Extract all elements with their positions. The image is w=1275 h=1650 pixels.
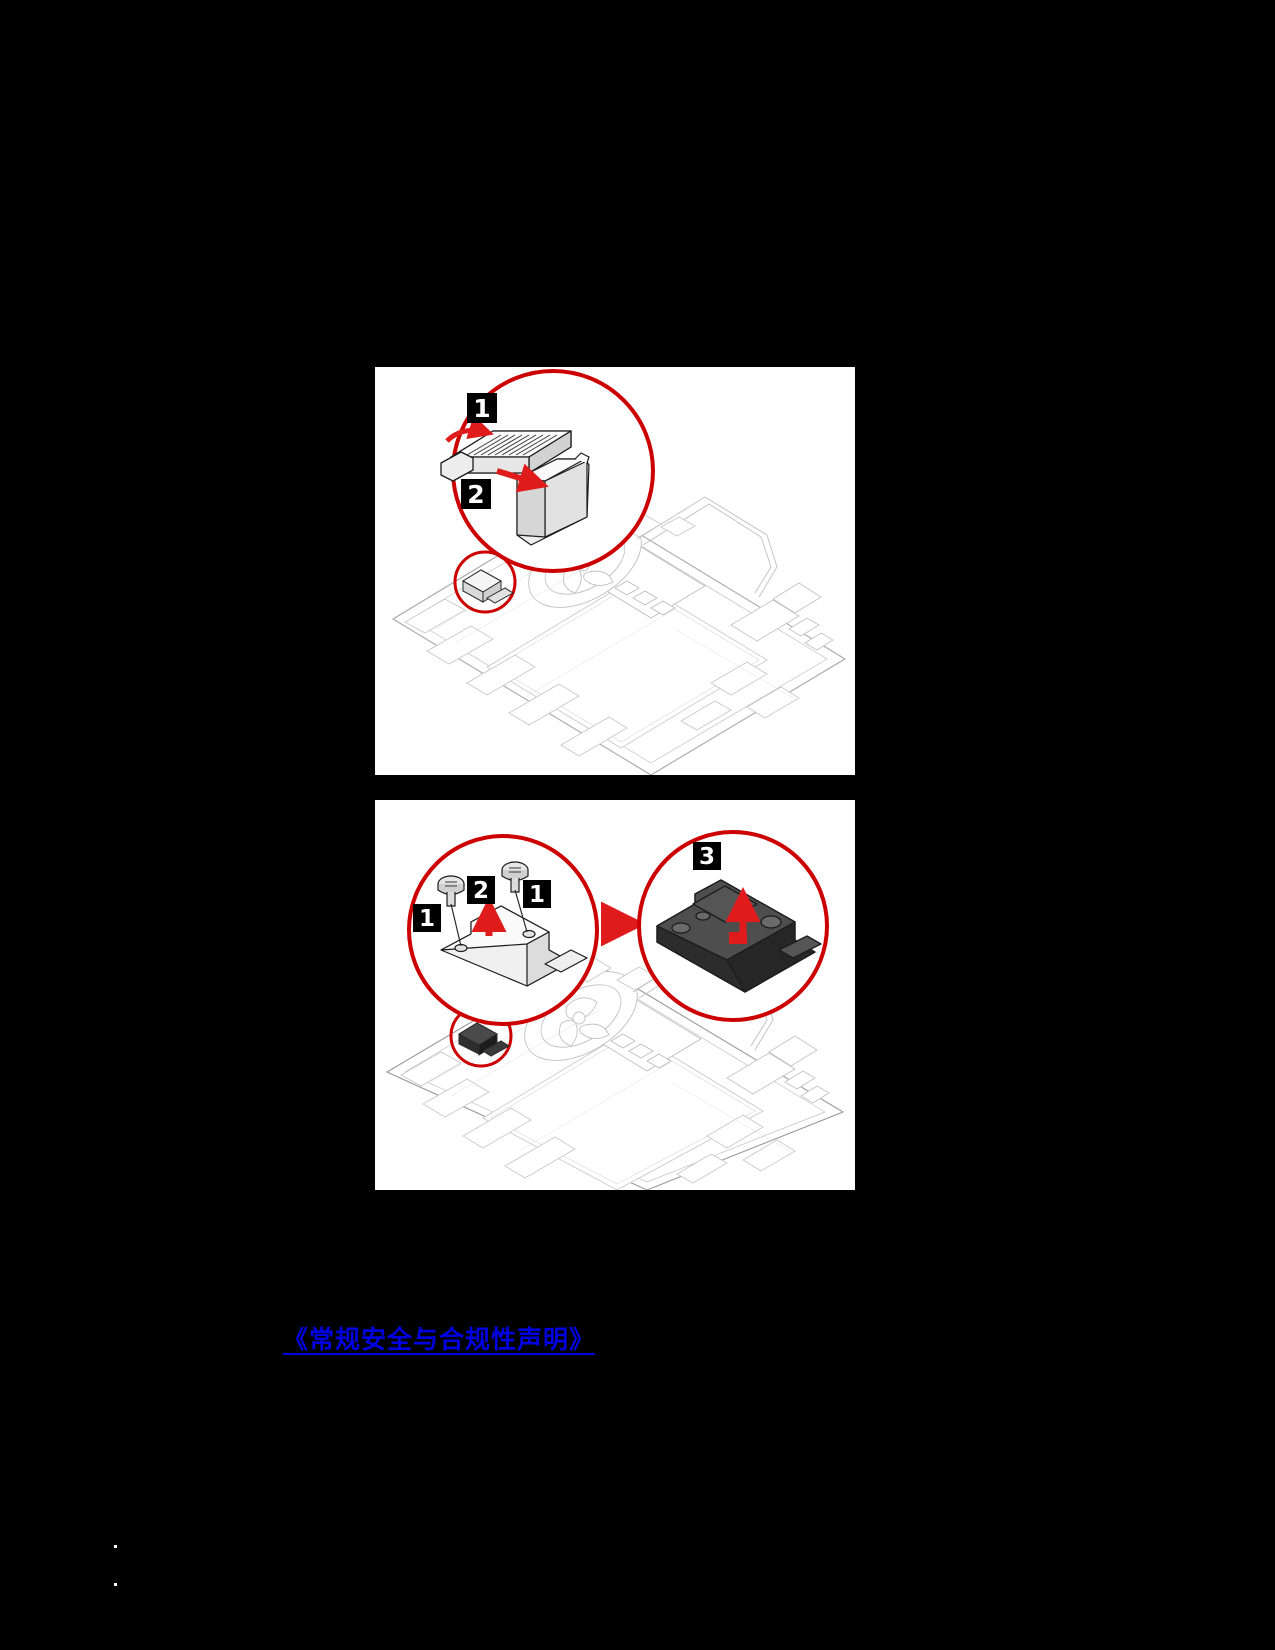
screw-right bbox=[501, 861, 529, 893]
figure-daughter-card-removal: 1 2 1 bbox=[375, 800, 855, 1190]
figure-fpc-cable-disconnect: 1 2 bbox=[375, 367, 855, 775]
card-lift-arrow bbox=[725, 887, 761, 944]
svg-text:2: 2 bbox=[473, 878, 489, 904]
figure-1-drawing: 1 2 bbox=[392, 369, 846, 775]
screw-left bbox=[437, 875, 465, 907]
callout-3: 3 bbox=[693, 842, 721, 870]
svg-text:2: 2 bbox=[467, 480, 484, 509]
page-artifact-dot bbox=[114, 1545, 117, 1548]
magnified-detail-circle-left: 1 2 1 bbox=[407, 834, 599, 1026]
safety-compliance-notice-link[interactable]: 《常规安全与合规性声明》 bbox=[283, 1325, 596, 1354]
cable-pull-arrow bbox=[496, 463, 549, 493]
magnified-detail-circle-right: 3 bbox=[637, 830, 829, 1022]
location-marker-circle bbox=[449, 1004, 513, 1068]
svg-text:1: 1 bbox=[529, 882, 545, 908]
svg-text:3: 3 bbox=[699, 844, 715, 870]
location-marker-circle bbox=[453, 550, 517, 614]
latch-rotate-arrow bbox=[445, 415, 494, 443]
callout-2: 2 bbox=[467, 876, 495, 904]
callout-1: 1 bbox=[467, 393, 497, 423]
figure-2-drawing: 1 2 1 bbox=[386, 830, 844, 1190]
callout-2: 2 bbox=[461, 479, 491, 509]
svg-text:1: 1 bbox=[473, 394, 490, 423]
page-artifact-dot bbox=[114, 1583, 117, 1586]
magnified-detail-circle: 1 2 bbox=[440, 369, 655, 573]
svg-text:1: 1 bbox=[419, 906, 435, 932]
callout-1-left: 1 bbox=[413, 904, 441, 932]
callout-1-right: 1 bbox=[523, 880, 551, 908]
